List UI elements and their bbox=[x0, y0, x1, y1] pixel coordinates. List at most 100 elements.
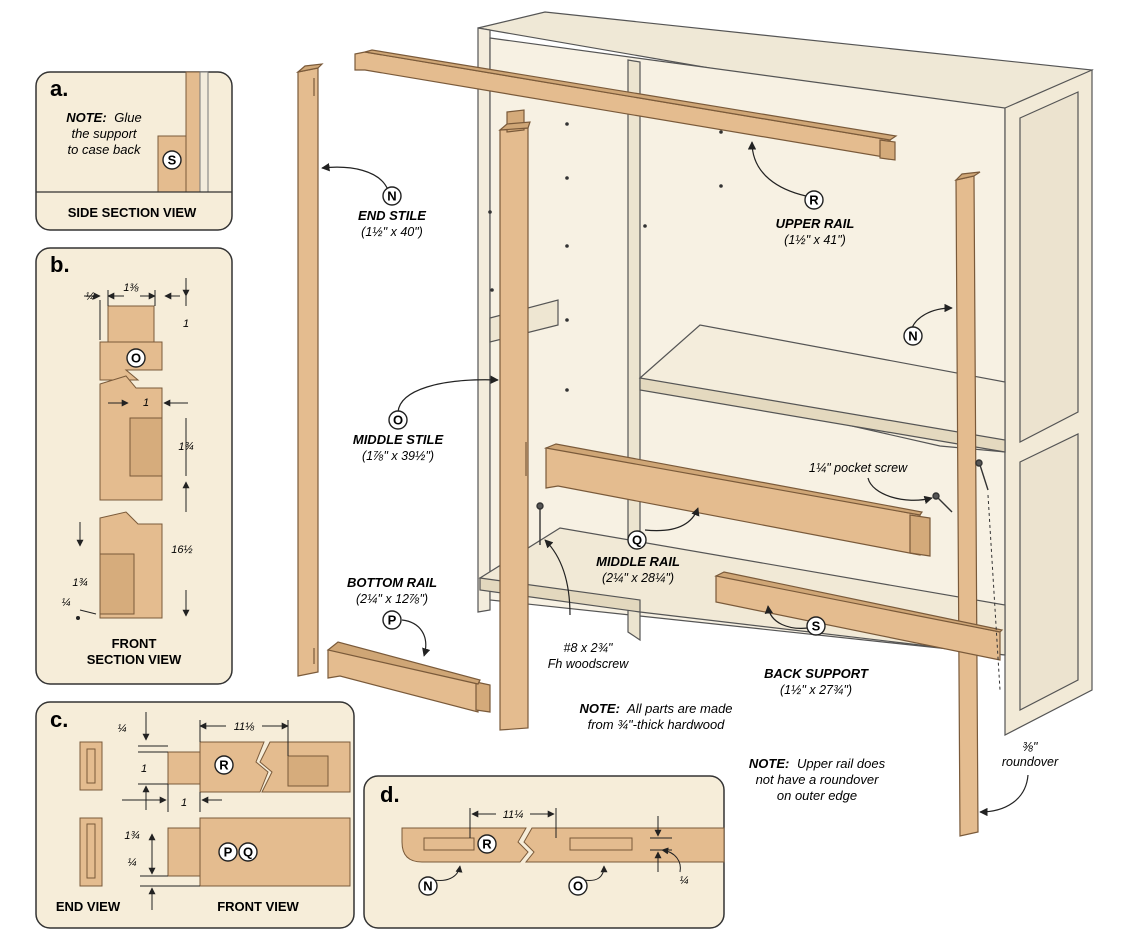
shelf-pin-holes bbox=[488, 122, 723, 392]
panel-a-note-1: Glue bbox=[114, 110, 141, 125]
panel-b-dim-quarter-low: ¼ bbox=[61, 597, 70, 609]
upper-rail-letter: R bbox=[809, 193, 819, 208]
back-support-part bbox=[714, 571, 1004, 661]
panel-c-dim-one-b: 1 bbox=[181, 797, 187, 809]
panel-c-title-end: END VIEW bbox=[56, 899, 121, 914]
case-left-side bbox=[477, 27, 491, 613]
middle-rail-part bbox=[543, 443, 931, 557]
parts-note: NOTE: All parts are made from ¾"-thick h… bbox=[579, 701, 732, 732]
middle-rail-size: (2¼" x 28¼") bbox=[602, 571, 674, 585]
back-support-size: (1½" x 27¾") bbox=[780, 683, 852, 697]
bottom-rail-size: (2¼" x 12⅞") bbox=[356, 592, 428, 606]
svg-text:NOTE: Glue: NOTE: Glue bbox=[66, 110, 142, 125]
panel-a-note-label: NOTE: bbox=[66, 110, 106, 125]
panel-d-letter: d. bbox=[380, 782, 400, 807]
bottom-rail-name: BOTTOM RAIL bbox=[347, 575, 437, 590]
back-support-name: BACK SUPPORT bbox=[764, 666, 869, 681]
panel-d-part-o: O bbox=[573, 879, 583, 894]
panel-d-part-n: N bbox=[423, 879, 432, 894]
middle-stile-label: O MIDDLE STILE (1⅞" x 39½") bbox=[353, 375, 499, 463]
detail-panel-b: b. O bbox=[35, 247, 233, 685]
panel-c-letter: c. bbox=[50, 707, 68, 732]
panel-c-dim-quarter-top: ¼ bbox=[117, 723, 126, 735]
pocket-screw bbox=[932, 459, 1001, 691]
upper-rail-part bbox=[354, 49, 898, 161]
end-stile-letter: N bbox=[387, 189, 396, 204]
panel-c-part-r: R bbox=[219, 758, 229, 773]
bottom-rail-part bbox=[326, 641, 491, 713]
panel-b-title-2: SECTION VIEW bbox=[87, 652, 182, 667]
panel-b-dim-16-1-2: 16½ bbox=[171, 544, 192, 556]
back-support-letter: S bbox=[812, 619, 821, 634]
panel-b-title-1: FRONT bbox=[112, 636, 157, 651]
panel-d-dim-quarter: ¼ bbox=[679, 875, 688, 887]
end-stile-size: (1½" x 40") bbox=[361, 225, 423, 239]
middle-stile-size: (1⅞" x 39½") bbox=[362, 449, 434, 463]
middle-rail-letter: Q bbox=[632, 533, 642, 548]
upper-note-label: NOTE: bbox=[749, 756, 789, 771]
panel-a-note-3: to case back bbox=[68, 142, 142, 157]
parts-note-line-2: from ¾"-thick hardwood bbox=[588, 717, 726, 732]
pocket-screw-text: 1¼" pocket screw bbox=[809, 461, 908, 475]
pocket-screw-label: 1¼" pocket screw bbox=[809, 461, 933, 504]
upper-rail-note: NOTE: Upper rail does not have a roundov… bbox=[749, 756, 886, 803]
case-shelf bbox=[638, 324, 1006, 453]
upper-note-line-1: Upper rail does bbox=[797, 756, 886, 771]
detail-panel-a: a. S NOTE: Glue the support to case back… bbox=[35, 71, 233, 231]
woodscrew-text-1: #8 x 2¾" bbox=[564, 641, 613, 655]
roundover-label: ⅜" roundover bbox=[979, 740, 1059, 817]
end-stile-right-letter: N bbox=[908, 329, 917, 344]
middle-rail-label: Q MIDDLE RAIL (2¼" x 28¼") bbox=[596, 507, 700, 585]
middle-stile-letter: O bbox=[393, 413, 403, 428]
middle-stile-name: MIDDLE STILE bbox=[353, 432, 444, 447]
panel-c-dim-quarter-low: ¼ bbox=[127, 857, 136, 869]
roundover-size: ⅜" bbox=[1023, 740, 1038, 754]
panel-b-dim-one-top: 1 bbox=[183, 318, 189, 330]
panel-b-dim-quarter-top: ¼ bbox=[85, 291, 94, 303]
panel-d-part-r: R bbox=[482, 837, 492, 852]
case-shelf-edge bbox=[639, 377, 1006, 453]
case-right-frame-inner bbox=[1019, 91, 1079, 443]
upper-rail-size: (1½" x 41") bbox=[784, 233, 846, 247]
bottom-rail-label: BOTTOM RAIL (2¼" x 12⅞") P bbox=[347, 575, 437, 657]
roundover-text: roundover bbox=[1002, 755, 1059, 769]
end-stile-name: END STILE bbox=[358, 208, 426, 223]
svg-text:NOTE: Upper rail does: NOTE: Upper rail does bbox=[749, 756, 886, 771]
detail-panel-c: c. R P Q bbox=[35, 701, 355, 929]
panel-b-dim-1-3-4-mid: 1¾ bbox=[178, 441, 193, 453]
upper-note-line-3: on outer edge bbox=[777, 788, 857, 803]
woodscrew-text-2: Fh woodscrew bbox=[548, 657, 630, 671]
panel-c-part-p: P bbox=[224, 845, 233, 860]
panel-b-letter: b. bbox=[50, 252, 70, 277]
panel-a-title: SIDE SECTION VIEW bbox=[68, 205, 197, 220]
middle-rail-name: MIDDLE RAIL bbox=[596, 554, 680, 569]
upper-note-line-2: not have a roundover bbox=[756, 772, 880, 787]
panel-c-dim-1-3-4: 1¾ bbox=[124, 830, 139, 842]
end-stile-right-part bbox=[954, 171, 981, 837]
back-support-label: S BACK SUPPORT (1½" x 27¾") bbox=[764, 605, 869, 697]
bottom-rail-letter: P bbox=[388, 613, 397, 628]
case-right-frame-lower bbox=[1019, 433, 1079, 711]
upper-rail-name: UPPER RAIL bbox=[776, 216, 855, 231]
upper-rail-label: R UPPER RAIL (1½" x 41") bbox=[747, 141, 855, 247]
parts-note-line-1: All parts are made bbox=[626, 701, 733, 716]
panel-a-part: S bbox=[168, 153, 177, 168]
panel-a-letter: a. bbox=[50, 76, 68, 101]
woodscrew-label: #8 x 2¾" Fh woodscrew bbox=[544, 539, 630, 671]
end-stile-label: N END STILE (1½" x 40") bbox=[321, 163, 426, 239]
panel-c-dim-11-1-8: 11⅛ bbox=[234, 721, 255, 733]
panel-b-dim-one-mid: 1 bbox=[143, 397, 149, 409]
panel-d-dim-11-1-4: 11¼ bbox=[503, 809, 524, 821]
panel-b-part: O bbox=[131, 351, 141, 366]
middle-stile-part bbox=[498, 109, 531, 731]
panel-b-dim-width: 1⅜ bbox=[123, 282, 139, 294]
end-stile-right-label: N bbox=[903, 303, 953, 346]
panel-a-note-2: the support bbox=[71, 126, 137, 141]
panel-c-part-q: Q bbox=[243, 845, 253, 860]
panel-c-dim-one-a: 1 bbox=[141, 763, 147, 775]
woodscrew bbox=[536, 502, 544, 545]
detail-panel-d: d. R 11¼ N O ¼ bbox=[363, 775, 725, 929]
panel-b-dim-1-3-4-low: 1¾ bbox=[72, 577, 87, 589]
end-stile-left-part bbox=[295, 63, 324, 677]
